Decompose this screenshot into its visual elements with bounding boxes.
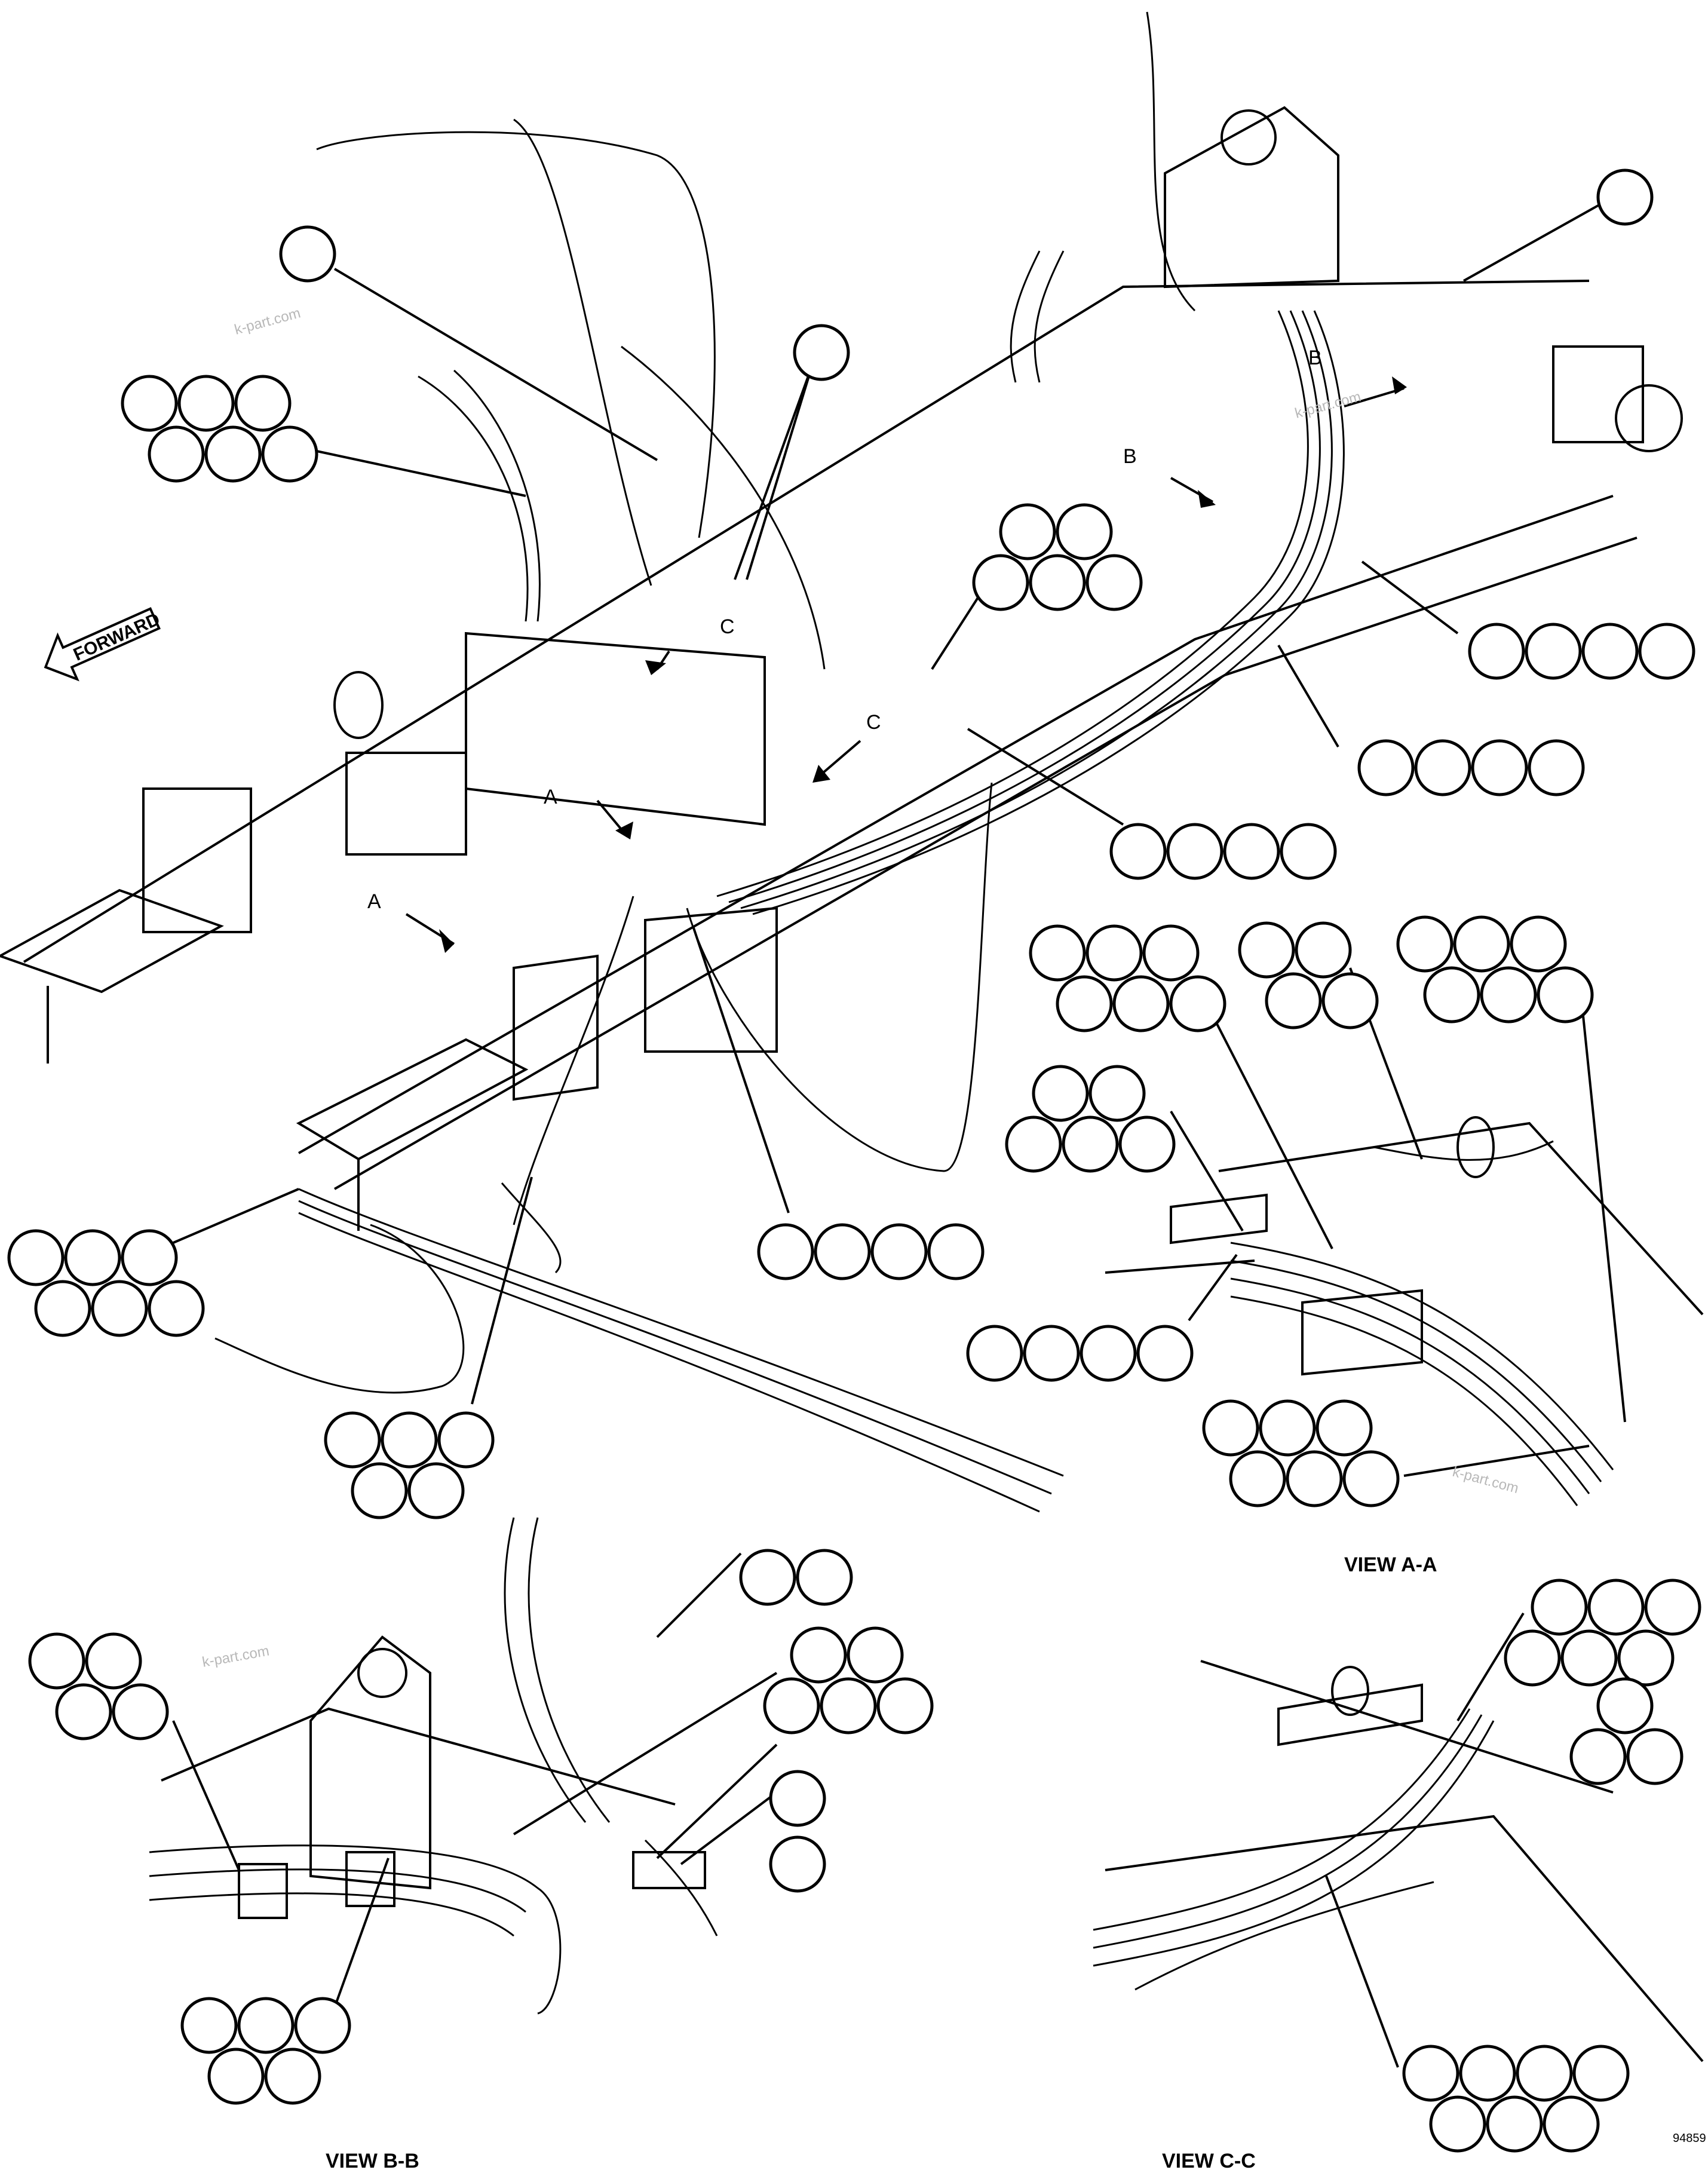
frame-top-rail <box>23 280 1590 963</box>
hose-tail-loop <box>214 1224 465 1394</box>
section-markers: A A C C B B <box>367 347 1407 953</box>
view-bb <box>149 1517 718 2015</box>
hose-bundle-1 <box>716 310 1309 897</box>
gusset-rear <box>142 787 252 933</box>
callout-balloon <box>279 225 336 283</box>
lifting-eye <box>333 671 384 739</box>
label-b-left: B <box>1123 445 1137 468</box>
drawing-number: 94859 <box>1673 2132 1706 2145</box>
harness-upper <box>316 131 716 538</box>
gusset-rear-right <box>513 954 599 1101</box>
hose-tail-1 <box>298 1188 1064 1477</box>
front-cylinder <box>1552 345 1644 443</box>
watermark: k-part.com <box>1451 1464 1520 1497</box>
section-arrow-b-right <box>1344 387 1405 407</box>
gusset-left <box>345 752 467 856</box>
callout-balloons <box>7 168 1701 2153</box>
hose-left-loop <box>418 375 529 622</box>
watermark: k-part.com <box>233 305 302 338</box>
forward-arrow: FORWARD <box>44 607 163 682</box>
leader-lines <box>172 196 1626 2068</box>
gusset-right <box>644 906 778 1053</box>
main-frame <box>0 106 1683 1231</box>
mid-cross-member <box>465 632 766 826</box>
tower-pivot <box>1221 109 1277 166</box>
view-bb-title: VIEW B-B <box>326 2150 419 2172</box>
forward-arrow-icon <box>44 607 161 682</box>
rear-right-plate <box>296 1038 529 1161</box>
label-c-left: C <box>720 615 735 638</box>
label-c-right: C <box>866 711 881 734</box>
watermark: k-part.com <box>201 1643 270 1671</box>
view-cc-title: VIEW C-C <box>1162 2150 1256 2172</box>
view-cc <box>1093 1660 1704 2062</box>
rear-left-plate <box>0 888 224 994</box>
hose-drop <box>513 896 634 1225</box>
hose-loop-right <box>686 782 993 1172</box>
view-aa-title: VIEW A-A <box>1344 1553 1437 1576</box>
section-arrow-c-right <box>817 740 861 778</box>
label-b-right: B <box>1308 347 1322 369</box>
front-tower <box>1164 106 1339 289</box>
label-a-left: A <box>367 890 381 913</box>
harness-main <box>214 11 1345 1513</box>
label-a-right: A <box>544 786 557 808</box>
harness-front <box>1146 11 1196 312</box>
